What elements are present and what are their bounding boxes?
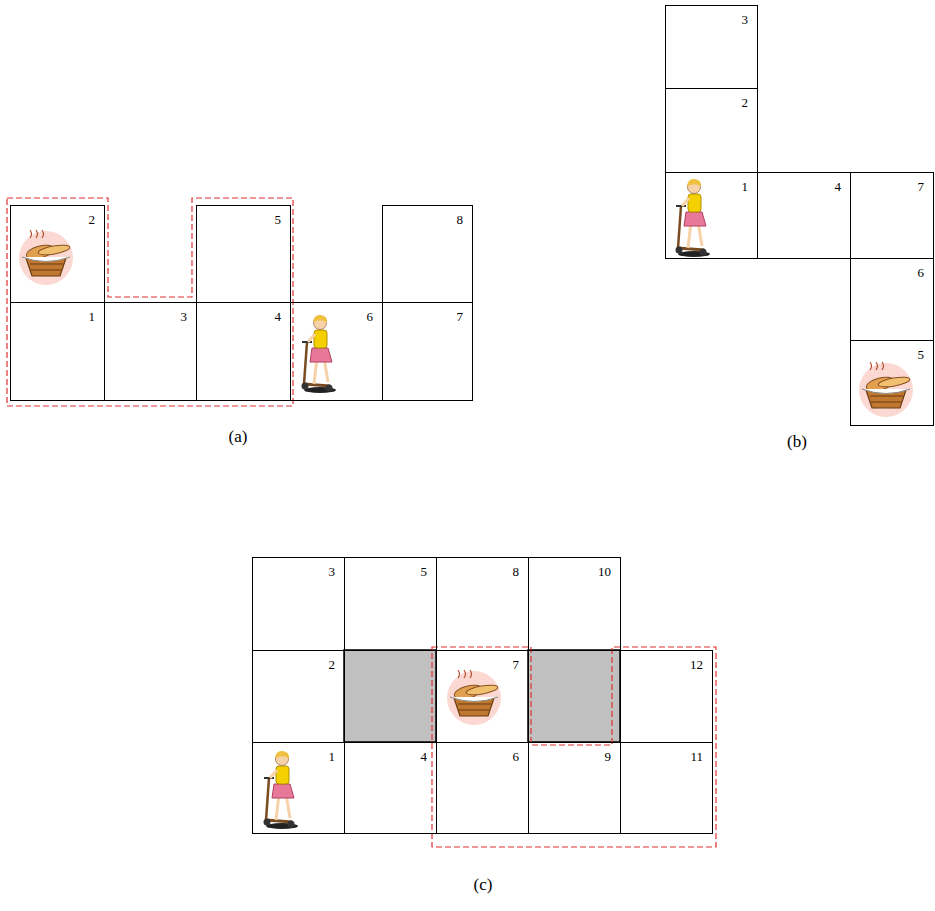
grid-cell: 8 (382, 205, 473, 303)
cell-number: 5 (275, 213, 282, 226)
cell-number: 3 (742, 13, 749, 26)
region-outline (7, 198, 293, 406)
blocked-cell (528, 650, 620, 742)
cell-number: 2 (329, 658, 336, 671)
cell-number: 1 (89, 310, 96, 323)
grid-cell: 10 (528, 557, 621, 651)
cell-number: 2 (742, 96, 749, 109)
girl-on-scooter (264, 751, 299, 829)
grid-cell: 1 (10, 302, 105, 401)
grid-cell: 3 (252, 557, 345, 651)
cell-number: 6 (918, 266, 925, 279)
bread-basket (859, 362, 913, 417)
cell-number: 12 (690, 658, 703, 671)
cell-number: 5 (421, 565, 428, 578)
cell-number: 7 (918, 180, 925, 193)
cell-number: 1 (742, 180, 749, 193)
panel-label: (c) (474, 876, 493, 893)
grid-cell: 9 (528, 742, 621, 834)
bread-basket (19, 230, 73, 285)
girl-on-scooter (302, 315, 337, 393)
grid-cell: 7 (382, 302, 473, 401)
grid-cell: 5 (850, 340, 934, 426)
girl-on-scooter (676, 179, 711, 257)
cell-number: 8 (457, 213, 464, 226)
cell-number: 2 (89, 213, 96, 226)
cell-number: 10 (598, 565, 611, 578)
cell-number: 4 (835, 180, 842, 193)
panel-label: (a) (229, 428, 248, 445)
cell-number: 4 (421, 750, 428, 763)
grid-cell: 3 (104, 302, 197, 401)
grid-cell: 4 (344, 742, 437, 834)
grid-cell: 2 (665, 88, 758, 173)
grid-cell: 4 (757, 172, 851, 259)
grid-cell: 1 (665, 172, 758, 259)
cell-number: 3 (181, 310, 188, 323)
grid-cell: 5 (344, 557, 437, 651)
cell-number: 5 (918, 348, 925, 361)
region-outline (432, 647, 716, 847)
grid-cell: 2 (252, 650, 345, 743)
cell-number: 3 (329, 565, 336, 578)
grid-cell: 2 (10, 205, 105, 303)
cell-number: 8 (513, 565, 520, 578)
grid-cell: 7 (850, 172, 934, 259)
grid-cell: 11 (620, 742, 713, 834)
cell-number: 6 (513, 750, 520, 763)
grid-cell: 5 (196, 205, 291, 303)
grid-cell: 1 (252, 742, 345, 834)
grid-cell: 3 (665, 5, 758, 89)
grid-cell: 6 (290, 302, 383, 401)
cell-number: 1 (329, 750, 336, 763)
cell-number: 11 (690, 750, 703, 763)
grid-cell: 12 (620, 650, 713, 743)
cell-number: 7 (513, 658, 520, 671)
grid-cell: 6 (850, 258, 934, 341)
cell-number: 4 (275, 310, 282, 323)
grid-cell: 7 (436, 650, 529, 743)
grid-cell: 8 (436, 557, 529, 651)
grid-cell: 4 (196, 302, 291, 401)
grid-cell: 6 (436, 742, 529, 834)
panel-label: (b) (787, 433, 807, 450)
blocked-cell (344, 650, 436, 742)
cell-number: 9 (605, 750, 612, 763)
cell-number: 6 (367, 310, 374, 323)
bread-basket (447, 670, 501, 725)
cell-number: 7 (457, 310, 464, 323)
